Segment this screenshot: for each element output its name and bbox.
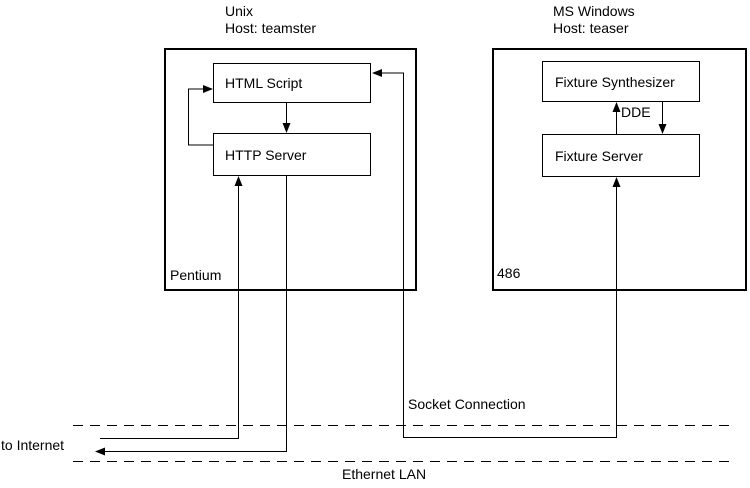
html-script-node: HTML Script [213,63,371,103]
unix-platform-label: Unix [225,3,254,19]
windows-hostname-label: Host: teaser [553,20,629,36]
to-internet-label: to Internet [1,437,65,453]
fixture-server-label: Fixture Server [555,147,643,164]
unix-machine-box [164,48,417,291]
486-cpu-label: 486 [497,265,521,281]
socket-connection-label: Socket Connection [408,396,526,412]
http-server-label: HTTP Server [225,146,307,163]
fixture-synthesizer-node: Fixture Synthesizer [542,61,700,102]
fixture-synthesizer-label: Fixture Synthesizer [555,73,675,90]
windows-platform-label: MS Windows [553,3,635,19]
windows-host-label: MS Windows Host: teaser [553,3,635,37]
windows-machine-box [492,48,747,291]
html-script-label: HTML Script [225,75,303,91]
ethernet-lan-label: Ethernet LAN [342,466,427,482]
dde-label: DDE [621,104,651,120]
unix-hostname-label: Host: teamster [225,20,317,36]
pentium-cpu-label: Pentium [170,267,222,283]
ethernet-lan-dashed-lines [73,425,730,462]
fixture-server-node: Fixture Server [542,134,700,177]
http-server-node: HTTP Server [213,133,371,176]
unix-host-label: Unix Host: teamster [225,3,316,37]
